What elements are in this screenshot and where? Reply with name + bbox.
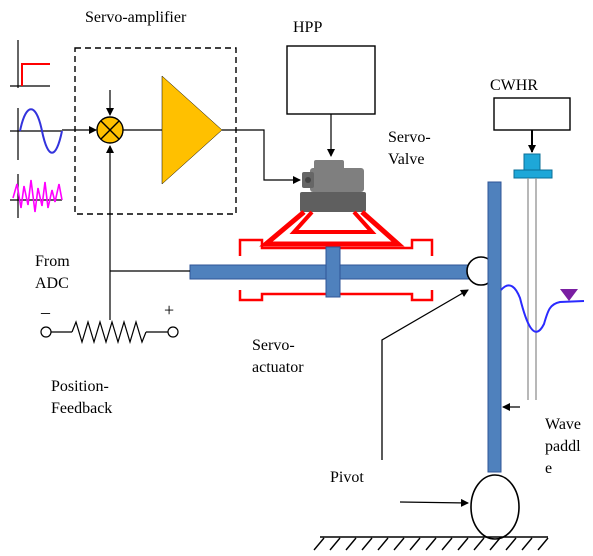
position-feedback-label-1: Position- [51, 378, 109, 395]
pivot-lower-arrow [399, 498, 469, 507]
wave-paddle-label-1: Wave [545, 416, 582, 433]
servo-valve-icon [300, 160, 366, 212]
wave-paddle-label-3: e [545, 460, 553, 477]
servo-amplifier-label: Servo-amplifier [85, 9, 187, 26]
from-adc-label-1: From [35, 253, 70, 270]
servo-valve-label-2: Valve [388, 151, 425, 168]
potentiometer-icon [40, 319, 179, 345]
cwhr-probe-icon [513, 153, 553, 400]
water-level-marker [560, 289, 578, 301]
water-surface-line [500, 284, 585, 333]
amplifier-triangle [161, 75, 223, 185]
servo-actuator-label-2: actuator [252, 359, 304, 376]
ground-hatch [313, 536, 549, 551]
servo-actuator [189, 210, 473, 302]
summing-junction-icon [96, 116, 124, 144]
hpp-box [286, 45, 376, 115]
minus-sign: – [41, 302, 50, 322]
random-signal-icon [10, 174, 63, 218]
from-adc-label-2: ADC [35, 275, 69, 292]
pivot-circle [470, 474, 520, 540]
step-signal-icon [10, 40, 50, 88]
wave-paddle [487, 181, 502, 473]
servo-actuator-label-1: Servo- [252, 337, 295, 354]
pivot-label: Pivot [330, 469, 364, 486]
pivot-upper-arrow [381, 289, 469, 460]
sine-signal-icon [10, 108, 63, 160]
servo-amplifier-box [74, 47, 237, 215]
cwhr-box [493, 97, 571, 131]
cwhr-label: CWHR [490, 77, 538, 94]
servo-valve-label-1: Servo- [388, 129, 431, 146]
wave-paddle-label-2: paddl [545, 438, 581, 455]
hpp-label: HPP [293, 19, 323, 36]
plus-sign: + [164, 300, 175, 320]
position-feedback-label-2: Feedback [51, 400, 113, 417]
amp-output-arrow [222, 129, 301, 184]
